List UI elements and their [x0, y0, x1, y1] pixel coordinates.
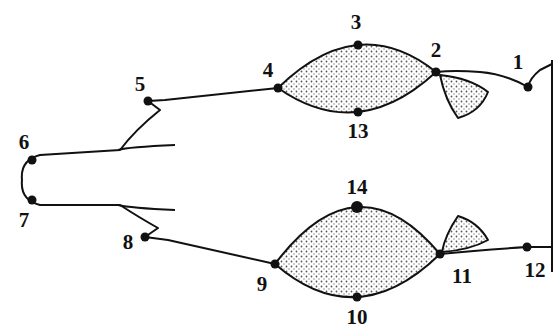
callout-number: 2: [431, 40, 442, 61]
callout-number: 10: [347, 307, 368, 328]
eye: [275, 207, 440, 297]
landmark-point: [432, 68, 441, 77]
landmark-point: [271, 260, 280, 269]
landmark-point: [28, 156, 37, 165]
callout-number: 13: [348, 121, 369, 142]
callout-number: 14: [347, 177, 368, 198]
callout-number: 3: [351, 12, 362, 33]
shaded-region: [440, 75, 488, 118]
callout-number: 6: [19, 132, 30, 153]
callout-number: 4: [263, 60, 274, 81]
landmark-point: [351, 201, 363, 213]
landmark-point: [354, 108, 363, 117]
shaded-region: [442, 216, 488, 252]
callout-number: 8: [123, 232, 134, 253]
callout-number: 9: [257, 274, 268, 295]
landmark-point: [141, 233, 150, 242]
landmark-point: [353, 293, 362, 302]
landmark-point: [354, 41, 363, 50]
landmark-point: [523, 243, 532, 252]
callout-number: 5: [135, 74, 146, 95]
landmark-point: [28, 196, 37, 205]
callout-number: 11: [452, 266, 472, 287]
callout-number: 7: [19, 210, 30, 231]
landmark-point: [524, 83, 533, 92]
head-outline: [22, 88, 278, 264]
callout-number: 1: [513, 52, 524, 73]
snout-line: [118, 145, 175, 150]
snout-line: [118, 205, 175, 210]
landmark-point: [274, 84, 283, 93]
landmark-point: [144, 97, 153, 106]
eye: [278, 45, 436, 113]
callout-number: 12: [525, 260, 546, 281]
landmark-point: [436, 250, 445, 259]
head-outline: [551, 60, 553, 272]
